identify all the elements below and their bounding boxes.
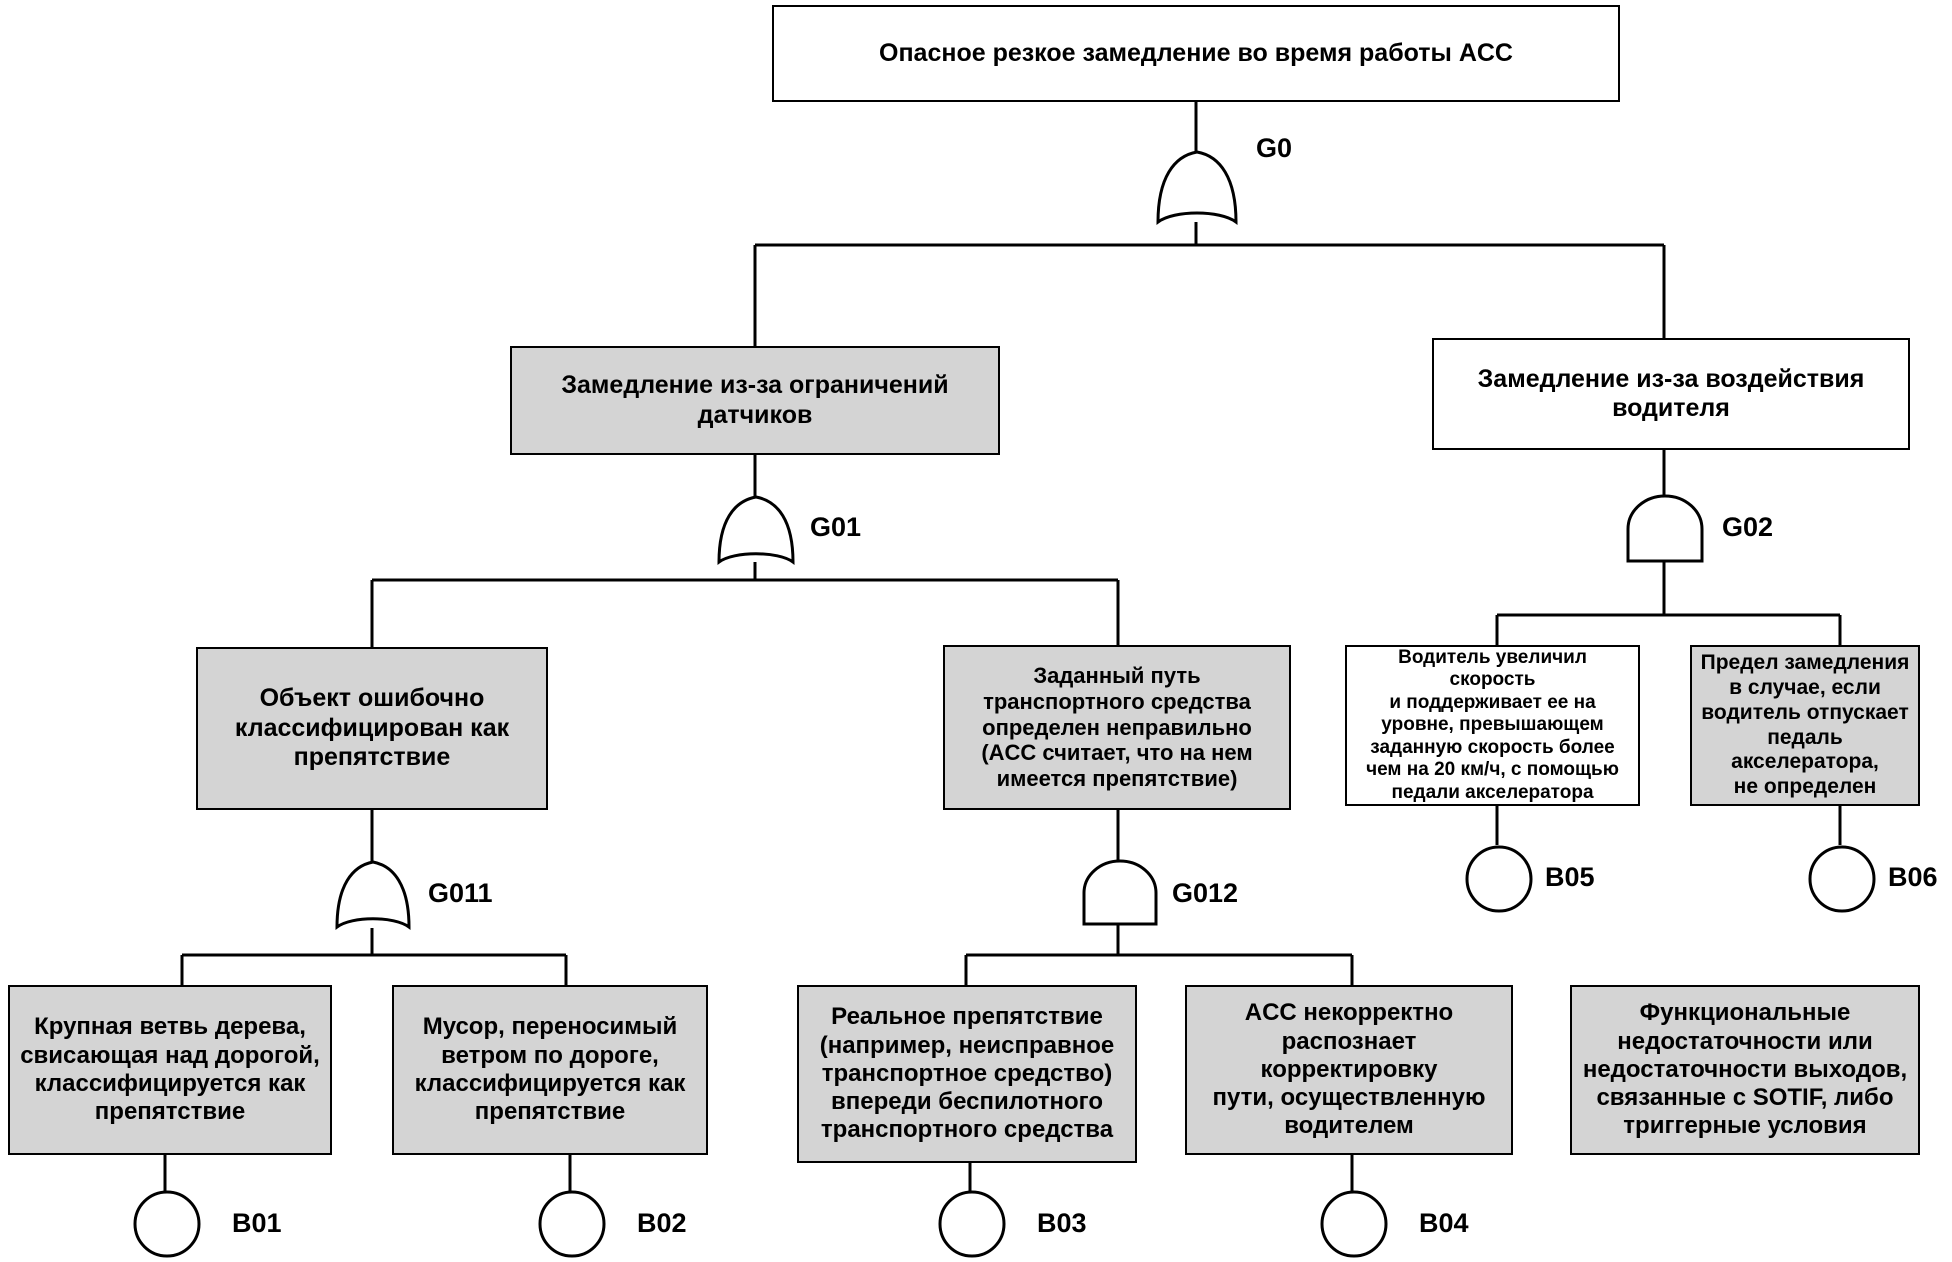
gate-label-G012: G012 bbox=[1172, 878, 1239, 908]
basic-event-label-B05: B05 bbox=[1545, 862, 1595, 892]
node-G011-object-misclassified[interactable]: Объект ошибочно классифицирован как преп… bbox=[196, 647, 548, 810]
gate-label-G011: G011 bbox=[428, 878, 493, 908]
node-legend-sotif[interactable]: Функциональные недостаточности или недос… bbox=[1570, 985, 1920, 1155]
gate-G012-and-symbol bbox=[1082, 859, 1158, 926]
basic-event-label-B06: B06 bbox=[1888, 862, 1938, 892]
basic-event-label-B02: B02 bbox=[637, 1208, 687, 1238]
node-G02-driver-influence[interactable]: Замедление из-за воздействия водителя bbox=[1432, 338, 1910, 450]
basic-event-B05-circle bbox=[1465, 845, 1533, 913]
node-top-event[interactable]: Опасное резкое замедление во время работ… bbox=[772, 5, 1620, 102]
basic-event-B04-circle bbox=[1320, 1190, 1388, 1258]
basic-event-label-B03: B03 bbox=[1037, 1208, 1087, 1238]
gate-G01-or-symbol bbox=[717, 495, 795, 565]
gate-G0-or-symbol bbox=[1156, 150, 1238, 225]
node-G01-sensor-limitations[interactable]: Замедление из-за ограничений датчиков bbox=[510, 346, 1000, 455]
gate-G02-and-symbol bbox=[1626, 494, 1704, 563]
basic-event-label-B01: B01 bbox=[232, 1208, 282, 1238]
basic-event-B06-circle bbox=[1808, 845, 1876, 913]
node-B01-tree-branch[interactable]: Крупная ветвь дерева, свисающая над доро… bbox=[8, 985, 332, 1155]
node-B06-decel-limit-undefined[interactable]: Предел замедления в случае, если водител… bbox=[1690, 645, 1920, 806]
basic-event-B01-circle bbox=[133, 1190, 201, 1258]
node-B04-acc-misrecognize-path[interactable]: ACC некорректно распознает корректировку… bbox=[1185, 985, 1513, 1155]
node-B03-real-obstacle[interactable]: Реальное препятствие (например, неисправ… bbox=[797, 985, 1137, 1163]
gate-G011-or-symbol bbox=[335, 860, 411, 930]
basic-event-B02-circle bbox=[538, 1190, 606, 1258]
gate-label-G01: G01 bbox=[810, 512, 862, 542]
node-G012-path-misdetermined[interactable]: Заданный путь транспортного средства опр… bbox=[943, 645, 1291, 810]
node-B02-wind-debris[interactable]: Мусор, переносимый ветром по дороге, кла… bbox=[392, 985, 708, 1155]
node-B05-driver-overspeed[interactable]: Водитель увеличил скорость и поддерживае… bbox=[1345, 645, 1640, 806]
basic-event-B03-circle bbox=[938, 1190, 1006, 1258]
gate-label-G0: G0 bbox=[1256, 133, 1293, 163]
gate-label-G02: G02 bbox=[1722, 512, 1774, 542]
basic-event-label-B04: B04 bbox=[1419, 1208, 1469, 1238]
